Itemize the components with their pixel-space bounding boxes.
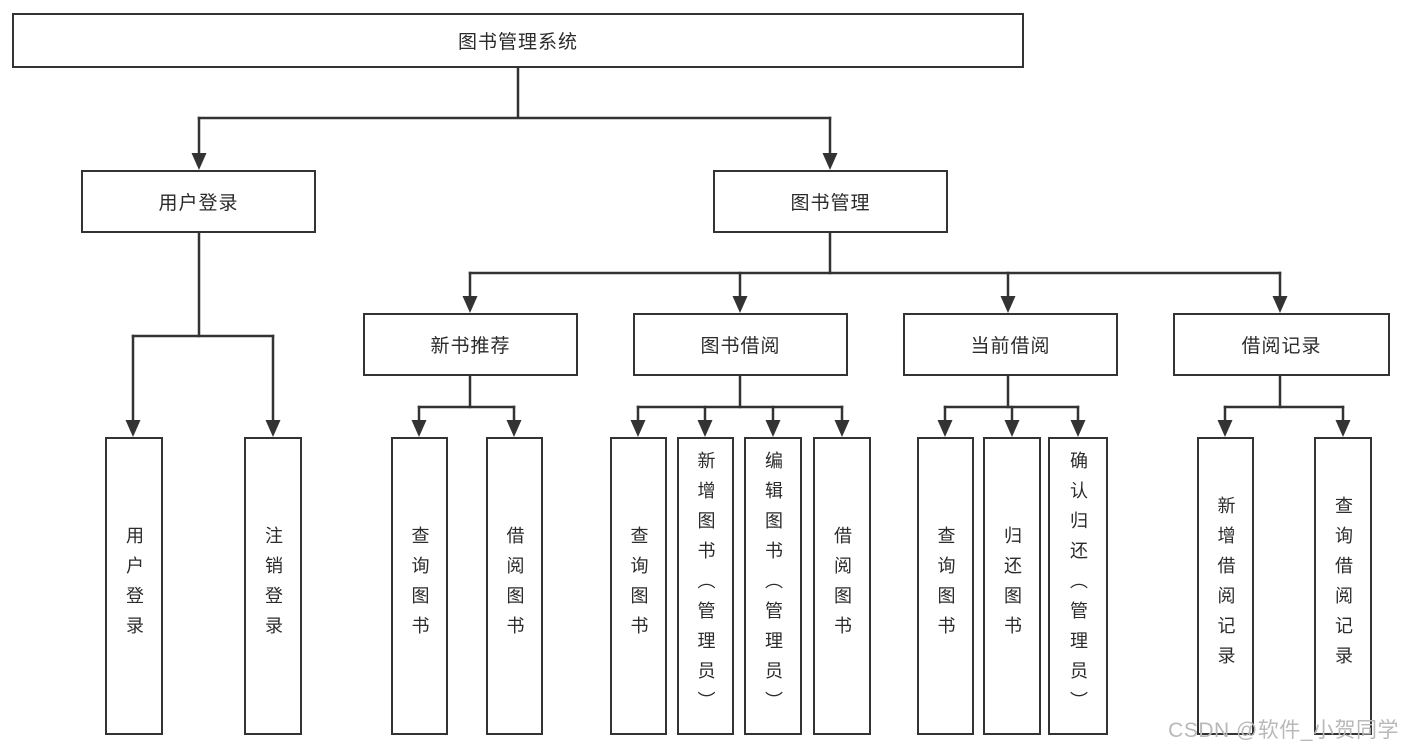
leaf-logout: 注销登录	[244, 437, 302, 735]
node-new-book-recommend: 新书推荐	[363, 313, 578, 376]
leaf-query-books: 查询图书	[610, 437, 667, 735]
leaf-query-books: 查询图书	[917, 437, 974, 735]
arrow-down-icon	[732, 296, 748, 313]
node-label: 借阅图书	[832, 526, 852, 646]
leaf-return-books: 归还图书	[983, 437, 1041, 735]
arrow-down-icon	[937, 420, 953, 437]
node-label: 编辑图书（管理员）	[763, 451, 783, 721]
arrow-down-icon	[1217, 420, 1233, 437]
node-system-root: 图书管理系统	[12, 13, 1024, 68]
arrowhead-icons	[125, 153, 1351, 437]
arrow-down-icon	[462, 296, 478, 313]
node-label: 图书管理系统	[457, 32, 578, 53]
leaf-user-login: 用户登录	[105, 437, 163, 735]
arrow-down-icon	[697, 420, 713, 437]
leaf-confirm-return-admin: 确认归还（管理员）	[1048, 437, 1108, 735]
leaf-add-books-admin: 新增图书（管理员）	[677, 437, 734, 735]
arrow-down-icon	[1004, 420, 1020, 437]
arrow-down-icon	[265, 420, 281, 437]
arrow-down-icon	[822, 153, 838, 170]
leaf-borrow-books: 借阅图书	[486, 437, 543, 735]
arrow-down-icon	[411, 420, 427, 437]
node-label: 查询图书	[935, 526, 956, 646]
node-label: 图书管理	[790, 193, 871, 214]
leaf-add-borrow-record: 新增借阅记录	[1197, 437, 1254, 735]
node-label: 确认归还（管理员）	[1068, 451, 1088, 721]
arrow-down-icon	[834, 420, 850, 437]
node-book-borrow: 图书借阅	[633, 313, 848, 376]
node-borrow-records: 借阅记录	[1173, 313, 1390, 376]
node-label: 借阅图书	[504, 526, 525, 646]
node-label: 新书推荐	[430, 336, 511, 357]
node-label: 借阅记录	[1241, 336, 1322, 357]
leaf-borrow-books: 借阅图书	[813, 437, 871, 735]
arrow-down-icon	[125, 420, 141, 437]
leaf-edit-books-admin: 编辑图书（管理员）	[744, 437, 802, 735]
arrow-down-icon	[1335, 420, 1351, 437]
node-label: 归还图书	[1002, 526, 1022, 646]
leaf-query-books: 查询图书	[391, 437, 448, 735]
arrow-down-icon	[1070, 420, 1086, 437]
node-label: 查询借阅记录	[1333, 496, 1353, 676]
node-label: 新增借阅记录	[1215, 496, 1236, 676]
csdn-watermark: CSDN @软件_小贺同学	[1168, 719, 1399, 742]
arrow-down-icon	[506, 420, 522, 437]
node-label: 用户登录	[158, 193, 239, 214]
arrow-down-icon	[1000, 296, 1016, 313]
node-label: 新增图书（管理员）	[695, 451, 716, 721]
node-user-login: 用户登录	[81, 170, 316, 233]
node-current-borrow: 当前借阅	[903, 313, 1118, 376]
tree-edges	[131, 68, 1345, 421]
node-label: 查询图书	[409, 526, 430, 646]
arrow-down-icon	[191, 153, 207, 170]
arrow-down-icon	[1272, 296, 1288, 313]
node-label: 当前借阅	[970, 336, 1051, 357]
node-book-management: 图书管理	[713, 170, 948, 233]
node-label: 图书借阅	[700, 336, 781, 357]
node-label: 用户登录	[124, 526, 144, 646]
node-label: 注销登录	[263, 526, 283, 646]
node-label: 查询图书	[628, 526, 649, 646]
leaf-query-borrow-record: 查询借阅记录	[1314, 437, 1372, 735]
arrow-down-icon	[630, 420, 646, 437]
arrow-down-icon	[765, 420, 781, 437]
